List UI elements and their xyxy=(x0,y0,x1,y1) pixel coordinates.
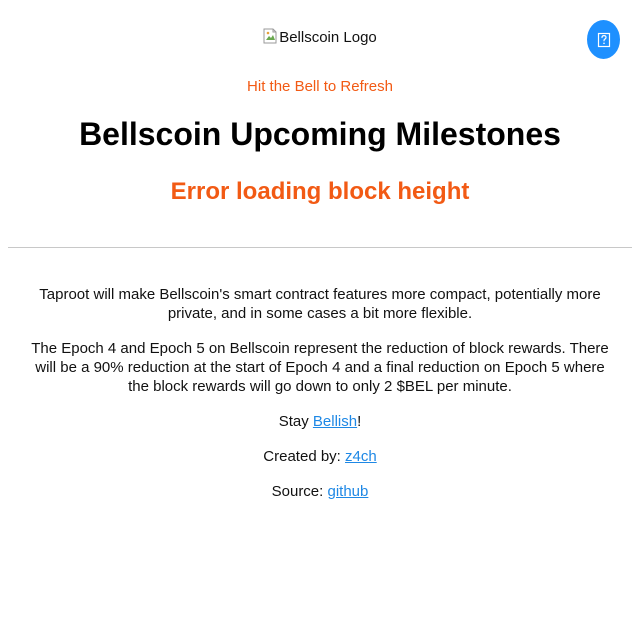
created-by-prefix: Created by: xyxy=(263,448,346,465)
source-line: Source: github xyxy=(28,482,612,501)
bellscoin-logo[interactable]: Bellscoin Logo xyxy=(0,28,640,46)
divider xyxy=(8,247,632,248)
block-height-status: Error loading block height xyxy=(170,178,470,205)
author-link[interactable]: z4ch xyxy=(345,448,377,465)
broken-image-icon xyxy=(263,28,277,44)
bellish-link[interactable]: Bellish xyxy=(312,413,358,430)
stay-line: Stay Bellish! xyxy=(28,412,612,431)
page-title: Bellscoin Upcoming Milestones xyxy=(79,116,561,152)
stay-prefix: Stay xyxy=(278,413,313,430)
taproot-paragraph: Taproot will make Bellscoin's smart cont… xyxy=(39,286,601,322)
milestones-content: Taproot will make Bellscoin's smart cont… xyxy=(28,285,612,517)
stay-suffix: ! xyxy=(357,413,362,430)
epochs-paragraph: The Epoch 4 and Epoch 5 on Bellscoin rep… xyxy=(31,340,609,395)
source-prefix: Source: xyxy=(271,483,328,500)
refresh-hint[interactable]: Hit the Bell to Refresh xyxy=(247,78,393,95)
question-mark-icon xyxy=(597,32,611,48)
logo-alt-text: Bellscoin Logo xyxy=(279,29,377,46)
help-button[interactable] xyxy=(587,20,620,59)
github-link[interactable]: github xyxy=(327,483,369,500)
created-by-line: Created by: z4ch xyxy=(28,447,612,466)
